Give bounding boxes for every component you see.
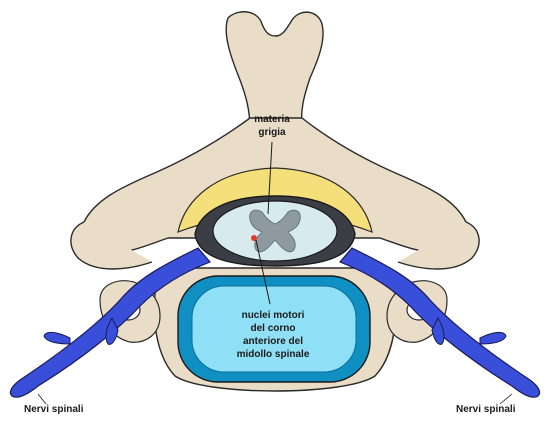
spinal-nerve-right-branch2 <box>480 332 506 344</box>
spinous-process <box>226 12 323 130</box>
spinal-nerve-left-branch2 <box>44 332 70 344</box>
label-gray-matter-1: materia <box>254 114 290 125</box>
label-motor-nuclei-3: anteriore del <box>243 336 303 347</box>
label-motor-nuclei-1: nuclei motori <box>242 310 305 321</box>
leader-line-nerve-left <box>38 394 46 404</box>
label-motor-nuclei-2: del corno <box>250 323 295 334</box>
label-motor-nuclei-4: midollo spinale <box>237 349 310 360</box>
label-gray-matter-2: grigia <box>258 127 286 138</box>
label-nerves-right: Nervi spinali <box>456 404 516 415</box>
leader-line-nerve-right <box>500 394 512 404</box>
label-nerves-left: Nervi spinali <box>24 404 84 415</box>
